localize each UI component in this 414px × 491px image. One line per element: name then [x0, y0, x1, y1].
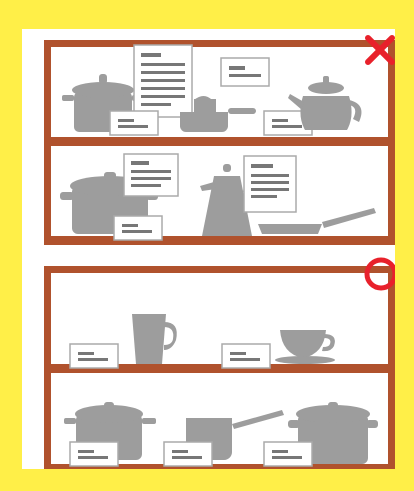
- paper-note-icon: [221, 58, 269, 86]
- shelf-label-icon: [70, 442, 118, 466]
- top-cabinet: [44, 40, 395, 245]
- shelf-label-icon: [110, 111, 158, 135]
- shelf-label-icon: [264, 442, 312, 466]
- mug-icon: [132, 314, 177, 364]
- top-cabinet-bottom-shelf: [44, 236, 395, 245]
- shelf-label-icon: [70, 344, 118, 368]
- shelf-label-icon: [114, 216, 162, 240]
- teacup-icon: [275, 330, 335, 364]
- shelf-label-icon: [164, 442, 212, 466]
- paper-document-icon: [134, 45, 192, 117]
- top-cabinet-top-board: [44, 40, 395, 47]
- top-cabinet-middle-shelf: [44, 137, 395, 146]
- bottom-cabinet: [44, 266, 395, 473]
- paper-note-icon: [124, 154, 178, 196]
- paper-note-icon: [244, 156, 296, 212]
- bottom-cabinet-top-board: [44, 266, 395, 273]
- shelf-label-icon: [222, 344, 270, 368]
